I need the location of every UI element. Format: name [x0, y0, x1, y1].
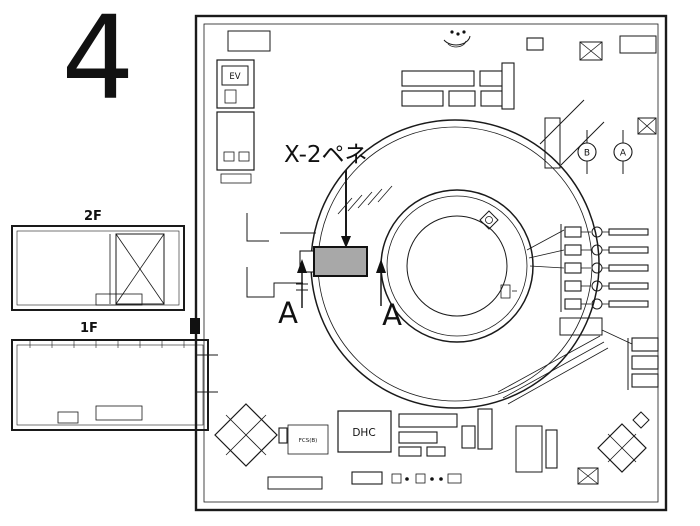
grid-marker-a-label: A	[620, 149, 627, 159]
cable-runs	[497, 317, 659, 405]
small-fixture-row	[351, 471, 462, 485]
valve-row	[564, 226, 649, 310]
hatch-strip-2f	[95, 293, 143, 306]
hatch-strip-bottomleft	[267, 476, 323, 490]
pene-highlight-group: X-2ペネ	[284, 142, 368, 277]
dhc-box: DHC	[337, 410, 392, 453]
pene-arrowhead-icon	[341, 236, 351, 248]
figure-number: 4	[61, 0, 134, 126]
hatch-block-topleft	[227, 30, 271, 52]
hatch-strip	[220, 173, 252, 184]
section-arrow-right-icon	[376, 259, 386, 273]
hatch-strip-1f	[95, 405, 143, 421]
valve-bank	[526, 224, 649, 312]
fcs-label: FCS(B)	[299, 438, 318, 444]
left-wall-door	[190, 318, 200, 334]
topright-corridor	[539, 99, 605, 166]
grid-marker-b-label: B	[584, 149, 590, 159]
grid-markers: B A	[544, 117, 657, 174]
bottom-equipment: FCS(B) DHC	[214, 403, 650, 490]
dhc-label: DHC	[352, 427, 375, 439]
pene-highlight-rect	[313, 246, 368, 277]
section-arrow-left-icon	[297, 259, 307, 273]
floor2-label: 2F	[84, 209, 102, 224]
left-wing-2f: 2F	[11, 209, 185, 311]
elevator-block: EV	[216, 59, 255, 184]
stairs-icon	[443, 30, 471, 48]
top-equipment	[227, 30, 657, 110]
xbox-topright-icon	[579, 41, 603, 61]
ring-equipment	[479, 210, 517, 299]
pene-annotation-label: X-2ペネ	[284, 142, 368, 168]
hatch-block-right-mid	[559, 317, 603, 336]
section-marker-left-label: A	[278, 296, 298, 330]
elevator-label: EV	[229, 72, 240, 82]
window-ticks	[29, 340, 185, 348]
hatch-block-right-upper	[544, 117, 561, 169]
xbox-2f-icon	[115, 233, 165, 305]
xbox-bottom-icon	[577, 467, 599, 485]
main-plan-walls	[190, 14, 668, 512]
section-marker-right-label: A	[382, 298, 402, 332]
escalator-diamond-left-icon	[214, 403, 278, 467]
hatch-block-topright	[619, 35, 657, 54]
xbox-right-icon	[637, 117, 657, 135]
hatch-block-bottom	[515, 425, 543, 473]
left-corridor-walls	[246, 213, 316, 298]
floor1-label: 1F	[80, 321, 98, 336]
left-wing-1f: 1F	[11, 321, 218, 431]
escalator-diamond-right-icon	[597, 411, 650, 473]
fcs-box: FCS(B)	[287, 424, 329, 455]
section-markers: A A	[278, 259, 402, 332]
